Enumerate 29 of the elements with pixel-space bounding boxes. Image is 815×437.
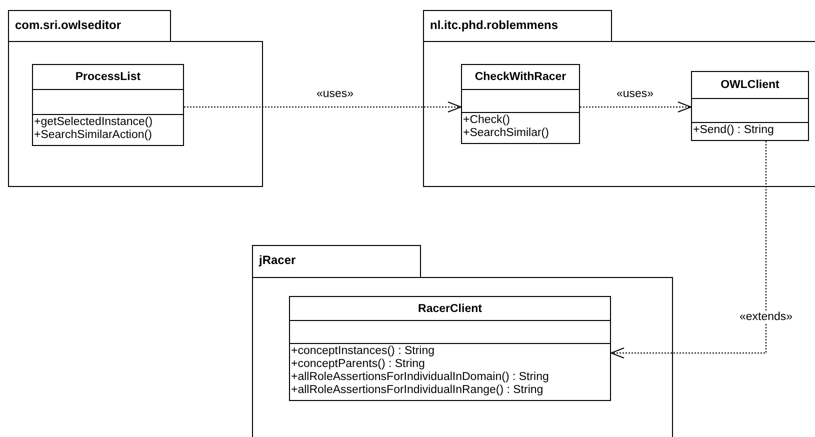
dependency-arrow xyxy=(580,102,692,112)
package-name: jRacer xyxy=(252,245,421,278)
package-name: nl.itc.phd.roblemmens xyxy=(423,10,612,42)
class-box xyxy=(691,71,809,141)
dependency-arrow xyxy=(610,140,766,358)
operation: +SearchSimilarAction() xyxy=(33,129,152,142)
operation: +Send() : String xyxy=(692,124,774,137)
operation: +conceptInstances() : String xyxy=(290,345,435,358)
class-name: CheckWithRacer xyxy=(474,71,566,83)
operation: +conceptParents() : String xyxy=(290,358,425,371)
edge-label: «uses» xyxy=(614,88,656,100)
class-box xyxy=(461,64,580,144)
class-box xyxy=(289,296,611,401)
operation: +Check() xyxy=(462,114,510,127)
package xyxy=(252,245,673,437)
dependency-arrow xyxy=(184,102,462,112)
operation: +getSelectedInstance() xyxy=(33,116,153,129)
operation: +SearchSimilar() xyxy=(462,127,549,140)
package xyxy=(8,10,263,187)
package-name: com.sri.owlseditor xyxy=(8,10,171,42)
operation: +allRoleAssertionsForIndividualInDomain() : String xyxy=(290,371,549,384)
package xyxy=(423,10,815,187)
edge-label: «extends» xyxy=(737,311,795,323)
edge-label: «uses» xyxy=(314,88,356,100)
operation: +allRoleAssertionsForIndividualInRange() : String xyxy=(290,384,544,397)
class-box xyxy=(32,64,184,146)
class-name: RacerClient xyxy=(418,303,482,315)
class-name: OWLClient xyxy=(720,79,780,91)
class-name: ProcessList xyxy=(75,71,141,83)
